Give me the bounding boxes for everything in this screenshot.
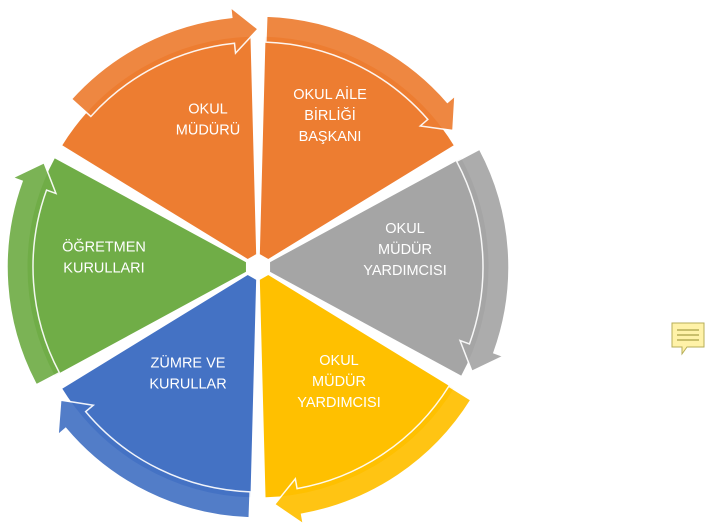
arrow-ogretmen-kurullari: [6, 161, 61, 386]
label-line: OKUL AİLE: [293, 85, 367, 103]
label-line: KURULLARI: [63, 261, 144, 277]
label-line: YARDIMCISI: [363, 263, 447, 279]
arrow-layer: [6, 5, 510, 526]
label-ogretmen-kurullari: ÖĞRETMEN KURULLARI: [62, 238, 146, 277]
label-line: MÜDÜRÜ: [176, 121, 240, 139]
label-okul-muduru: OKUL MÜDÜRÜ: [176, 102, 240, 139]
label-line: MÜDÜR: [312, 372, 366, 390]
label-zumre-ve-kurullar: ZÜMRE VE KURULLAR: [149, 354, 226, 393]
label-line: BAŞKANI: [299, 129, 362, 145]
label-line: OKUL: [385, 221, 425, 237]
label-okul-aile-birligi-baskani: OKUL AİLE BİRLİĞİ BAŞKANI: [293, 85, 367, 145]
label-line: OKUL: [188, 102, 228, 118]
arrow-okul-mudur-yardimcisi-2: [273, 385, 472, 526]
label-line: YARDIMCISI: [297, 395, 381, 411]
label-line: BİRLİĞİ: [304, 106, 356, 124]
label-okul-mudur-yardimcisi-2: OKUL MÜDÜR YARDIMCISI: [297, 353, 381, 411]
label-layer: OKUL MÜDÜRÜ OKUL AİLE BİRLİĞİ BAŞKANI OKUL MÜD…: [62, 85, 447, 411]
arrow-okul-muduru: [70, 5, 260, 118]
label-line: ZÜMRE VE: [151, 354, 226, 372]
label-line: MÜDÜR: [378, 240, 432, 258]
label-line: KURULLAR: [149, 377, 226, 393]
arrow-zumre-ve-kurullar: [57, 399, 251, 519]
label-line: OKUL: [319, 353, 359, 369]
label-okul-mudur-yardimcisi-1: OKUL MÜDÜR YARDIMCISI: [363, 221, 447, 279]
arrow-okul-mudur-yardimcisi-1: [455, 148, 510, 373]
arrow-okul-aile-birligi-baskani: [265, 15, 456, 132]
label-line: ÖĞRETMEN: [62, 238, 146, 256]
comment-note-icon[interactable]: [670, 320, 706, 356]
